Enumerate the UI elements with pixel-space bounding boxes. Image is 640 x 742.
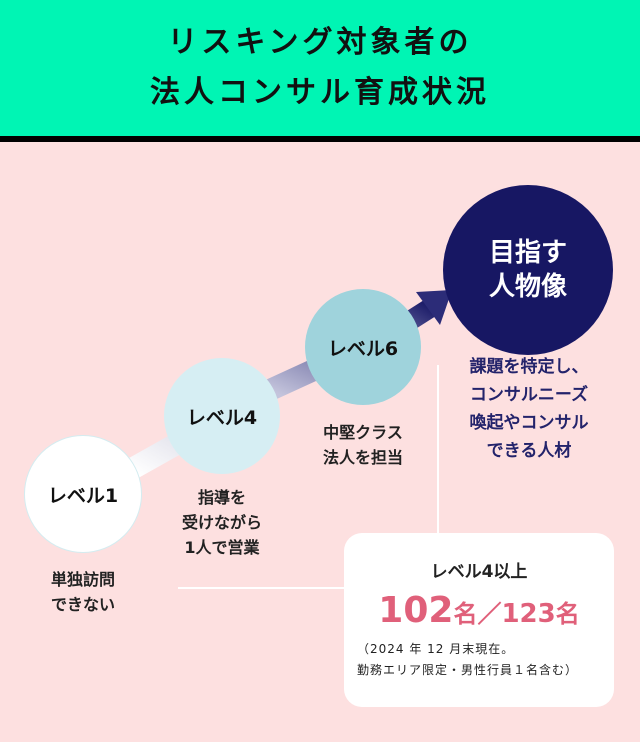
level-4-circle: レベル4 (164, 358, 280, 474)
goal-desc-line: 課題を特定し、 (469, 357, 589, 377)
stats-count: 102 (378, 590, 454, 631)
connector-1-4 (124, 432, 186, 480)
header-banner: リスキング対象者の 法人コンサル育成状況 (0, 0, 640, 136)
stats-separator: ／ (477, 600, 502, 628)
level-4-desc-line: 受けながら (181, 513, 262, 532)
arrow-head-icon (416, 290, 452, 325)
goal-label-line-1: 目指す (488, 238, 567, 268)
level-4-label: レベル4 (186, 406, 258, 429)
level-1-desc-line: 単独訪問 (50, 570, 115, 589)
stats-total-unit: 名 (555, 600, 580, 628)
goal-circle: 目指す 人物像 (443, 185, 613, 355)
level-6-circle: レベル6 (305, 289, 421, 405)
level-1-description: 単独訪問 できない (28, 567, 138, 617)
level-4-desc-line: 指導を (197, 488, 246, 507)
header-divider (0, 136, 640, 142)
title-line-1: リスキング対象者の (167, 25, 473, 60)
goal-desc-line: 喚起やコンサル (469, 413, 589, 433)
level-6-desc-line: 法人を担当 (322, 448, 403, 467)
title-line-2: 法人コンサル育成状況 (150, 75, 490, 110)
stats-heading: レベル4以上 (430, 562, 528, 582)
level-6-desc-line: 中堅クラス (323, 423, 403, 442)
goal-desc-line: コンサルニーズ (469, 385, 589, 405)
goal-desc-line: できる人材 (486, 441, 572, 461)
stats-note-line-1: （2024 年 12 月末現在。 (357, 642, 515, 656)
stats-box: レベル4以上 102名／123名 （2024 年 12 月末現在。 勤務エリア限… (344, 533, 614, 707)
level-4-desc-line: 1人で営業 (184, 538, 260, 557)
goal-description: 課題を特定し、 コンサルニーズ 喚起やコンサル できる人材 (448, 353, 610, 465)
level-1-desc-line: できない (50, 595, 115, 614)
level-4-description: 指導を 受けながら 1人で営業 (160, 485, 284, 560)
stats-count-unit: 名 (453, 600, 478, 628)
level-1-circle: レベル1 (24, 435, 142, 553)
goal-label-line-2: 人物像 (488, 272, 567, 302)
stats-note-line-2: 勤務エリア限定・男性行員１名含む） (357, 663, 579, 677)
stats-note: （2024 年 12 月末現在。 勤務エリア限定・男性行員１名含む） (344, 639, 614, 681)
level-1-label: レベル1 (47, 484, 119, 507)
stats-figure: 102名／123名 (344, 590, 614, 631)
stats-total: 123 (501, 599, 556, 629)
level-6-label: レベル6 (327, 337, 399, 360)
level-6-description: 中堅クラス 法人を担当 (300, 420, 426, 470)
